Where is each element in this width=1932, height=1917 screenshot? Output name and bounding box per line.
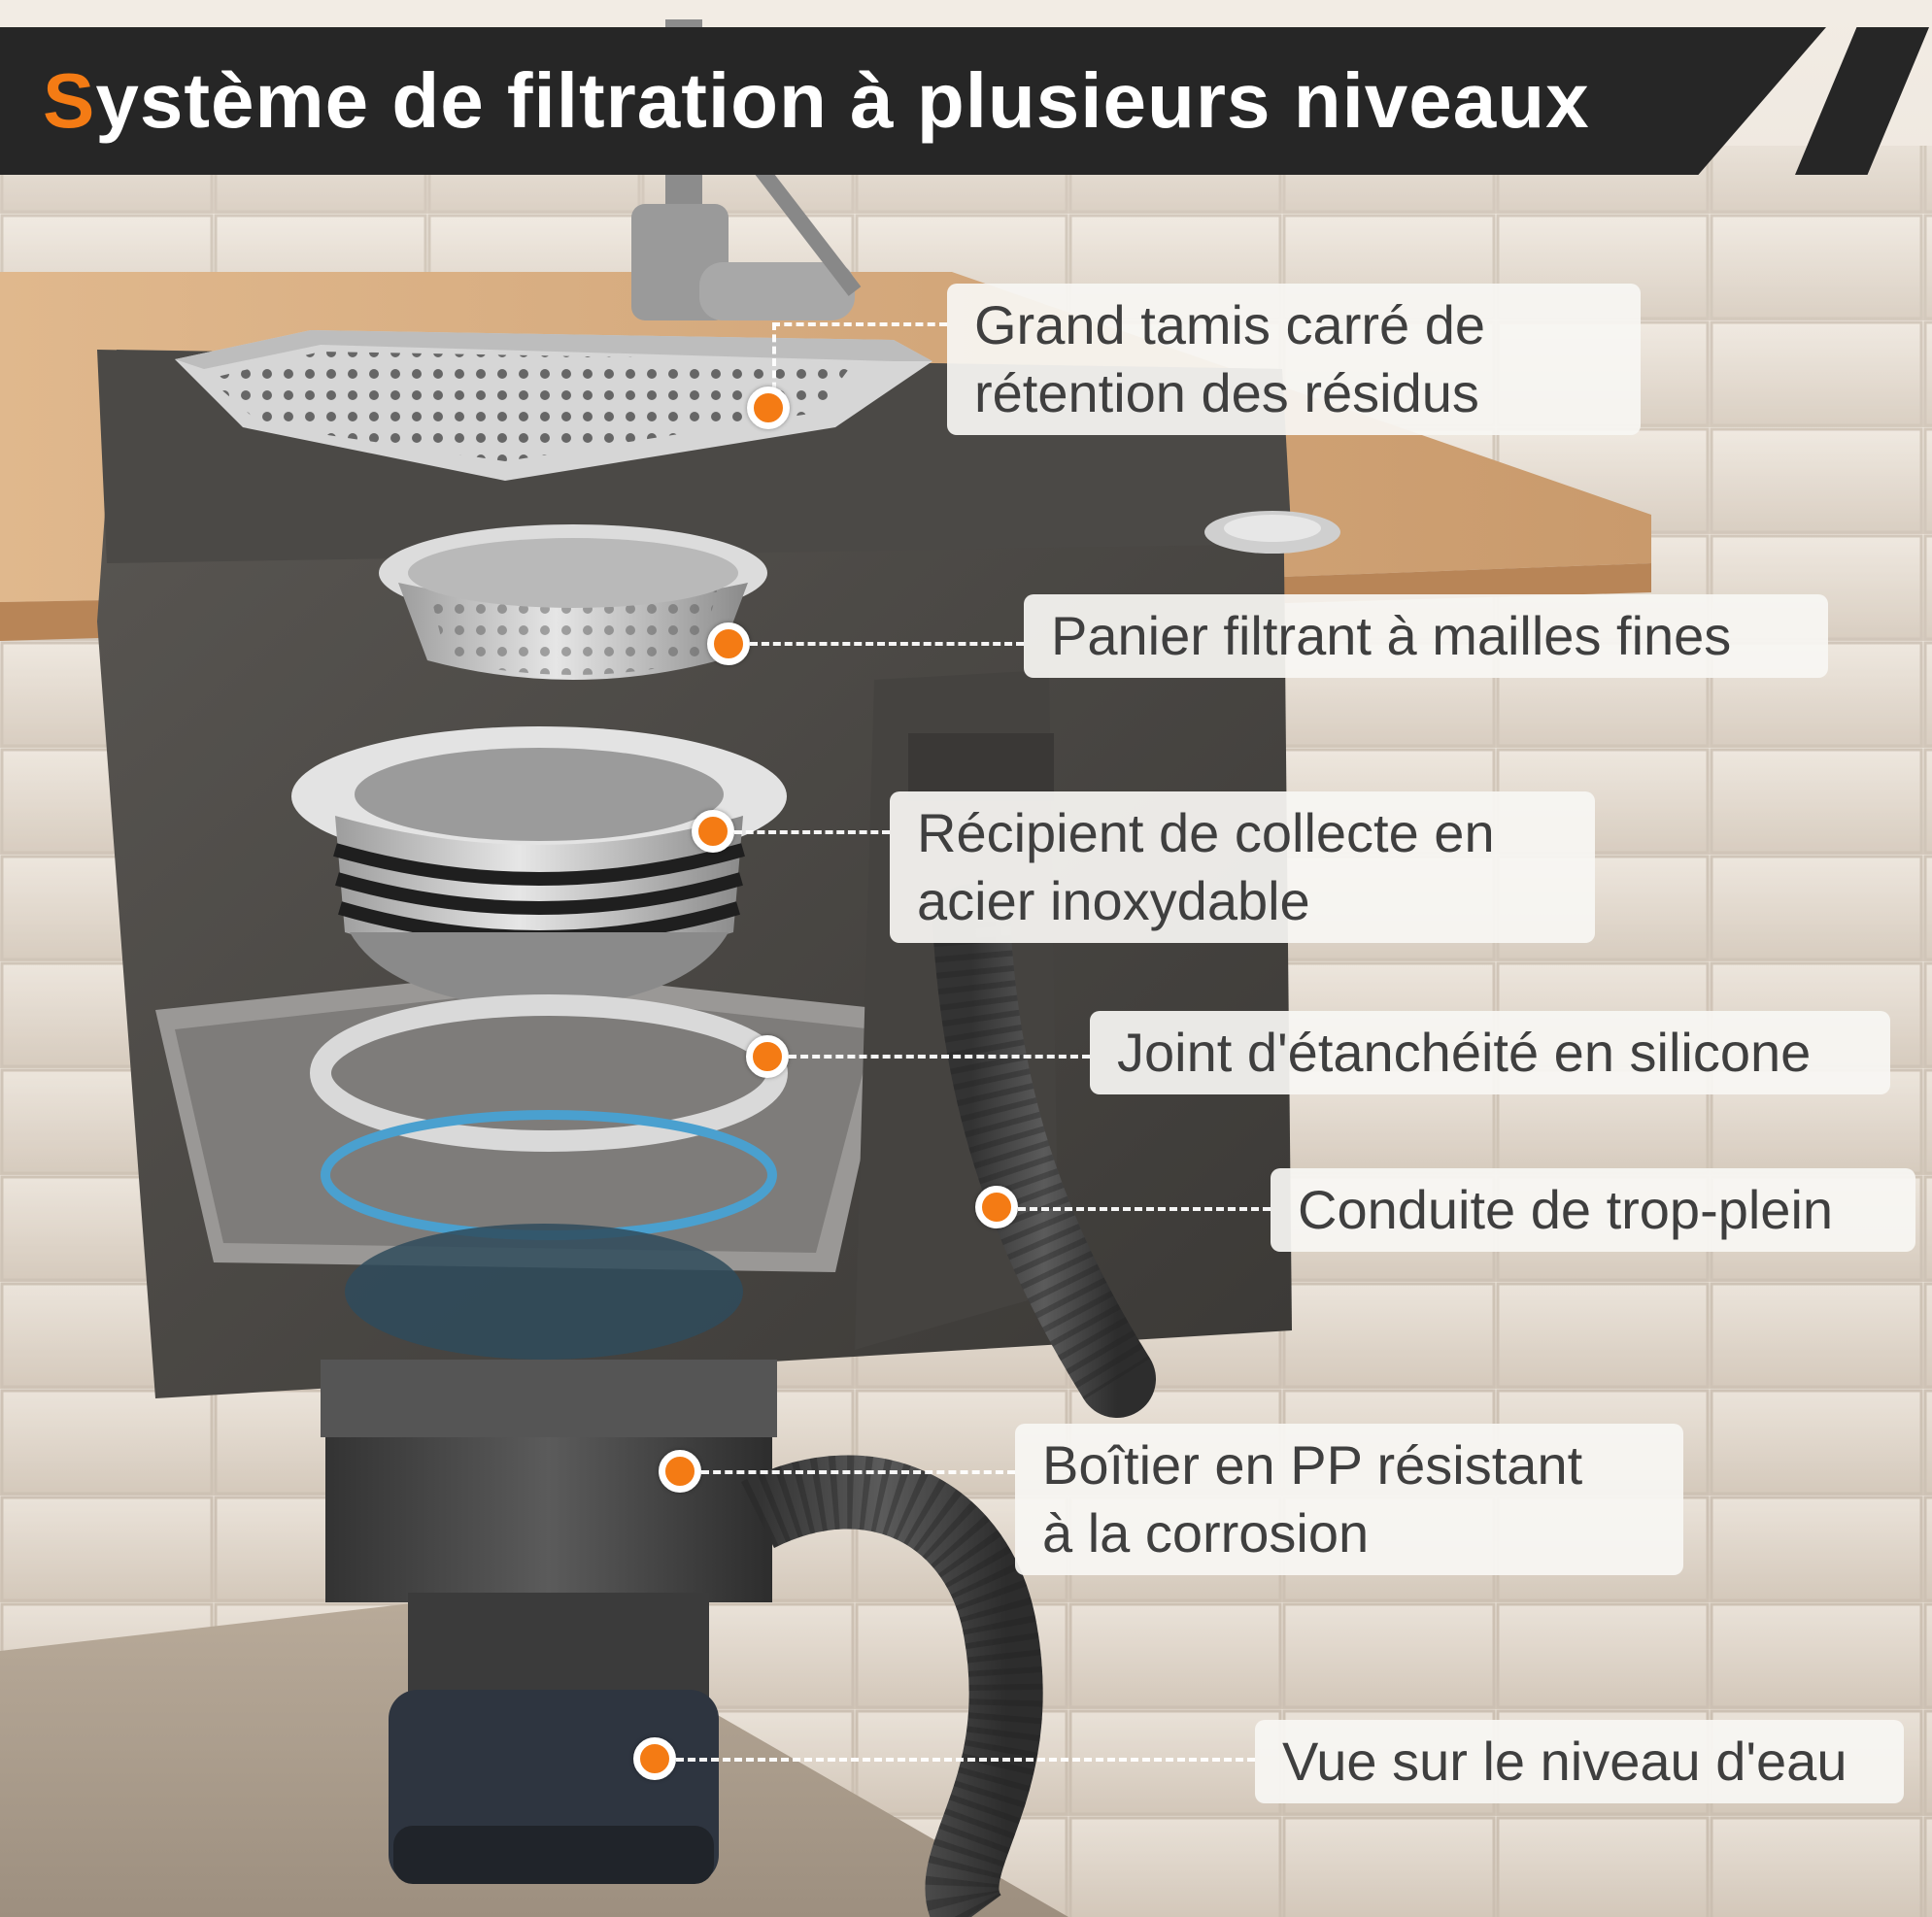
page-title: Système de filtration à plusieurs niveau… bbox=[43, 43, 1590, 159]
leader-line-conduite bbox=[1018, 1207, 1271, 1211]
marker-dot-boitier bbox=[659, 1450, 701, 1493]
leader-line-grand-tamis bbox=[772, 322, 947, 326]
title-first-letter: S bbox=[43, 57, 96, 144]
marker-dot-grand-tamis bbox=[747, 387, 790, 429]
callout-recipient: Récipient de collecte en acier inoxydabl… bbox=[890, 791, 1595, 943]
marker-dot-conduite bbox=[975, 1186, 1018, 1228]
callout-conduite: Conduite de trop-plein bbox=[1271, 1168, 1915, 1252]
title-banner-background bbox=[0, 27, 1826, 175]
marker-dot-joint bbox=[746, 1035, 789, 1078]
marker-dot-recipient bbox=[692, 810, 734, 853]
callout-vue: Vue sur le niveau d'eau bbox=[1255, 1720, 1904, 1803]
callout-joint: Joint d'étanchéité en silicone bbox=[1090, 1011, 1890, 1094]
marker-dot-panier bbox=[707, 622, 750, 665]
leader-line-grand-tamis-vertical bbox=[772, 322, 776, 402]
leader-line-vue bbox=[676, 1758, 1255, 1762]
title-text: ystème de filtration à plusieurs niveaux bbox=[95, 57, 1590, 144]
marker-dot-vue bbox=[633, 1737, 676, 1780]
callout-boitier: Boîtier en PP résistant à la corrosion bbox=[1015, 1424, 1683, 1575]
leader-line-panier bbox=[750, 642, 1024, 646]
title-banner: Système de filtration à plusieurs niveau… bbox=[0, 0, 1932, 175]
title-banner-stripe bbox=[1795, 27, 1929, 175]
callout-panier: Panier filtrant à mailles fines bbox=[1024, 594, 1828, 678]
leader-line-recipient bbox=[734, 830, 890, 834]
callout-grand-tamis: Grand tamis carré de rétention des résid… bbox=[947, 284, 1641, 435]
leader-line-joint bbox=[789, 1055, 1090, 1059]
leader-line-boitier bbox=[701, 1470, 1015, 1474]
